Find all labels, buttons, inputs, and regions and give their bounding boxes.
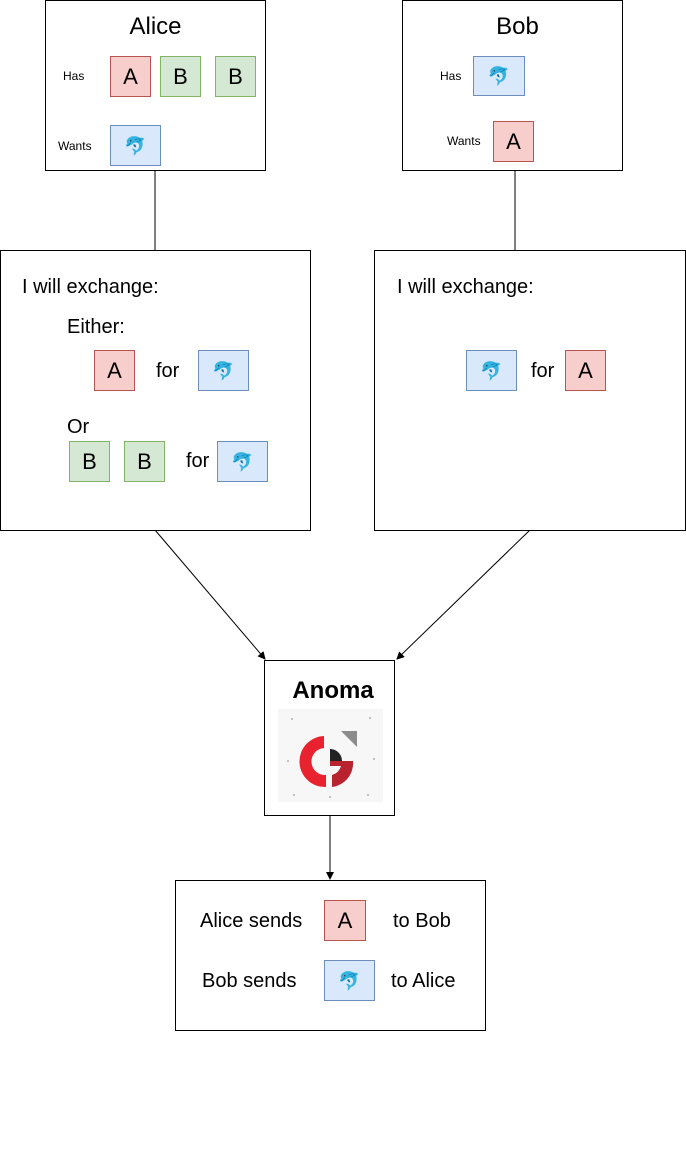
dolphin-icon: 🐬 bbox=[324, 960, 375, 1001]
dolphin-icon: 🐬 bbox=[217, 441, 268, 482]
alice-option2-token-b1: B bbox=[69, 441, 110, 482]
alice-has-token-b1: B bbox=[160, 56, 201, 97]
result-line1-token-a: A bbox=[324, 900, 366, 941]
alice-intent-heading: I will exchange: bbox=[22, 276, 159, 298]
bob-intent-to-anoma-arrow bbox=[396, 529, 531, 660]
dolphin-icon: 🐬 bbox=[466, 350, 517, 391]
alice-box: Alice Has A B B Wants 🐬 bbox=[45, 0, 266, 171]
alice-intent-to-anoma-arrow bbox=[154, 529, 266, 660]
bob-intent-token-a: A bbox=[565, 350, 606, 391]
anoma-box: Anoma bbox=[264, 660, 395, 816]
alice-either-label: Either: bbox=[67, 316, 125, 338]
alice-has-token-a: A bbox=[110, 56, 151, 97]
result-box: Alice sends A to Bob Bob sends 🐬 to Alic… bbox=[175, 880, 486, 1031]
alice-option2-for: for bbox=[186, 450, 210, 472]
alice-wants-label: Wants bbox=[58, 139, 92, 153]
bob-intent-heading: I will exchange: bbox=[397, 276, 534, 298]
alice-option2-token-b2: B bbox=[124, 441, 165, 482]
anoma-title: Anoma bbox=[292, 677, 374, 704]
alice-or-label: Or bbox=[67, 416, 90, 438]
bob-wants-label: Wants bbox=[447, 134, 481, 148]
bob-has-label: Has bbox=[440, 69, 462, 83]
bob-name: Bob bbox=[496, 13, 539, 40]
bob-intent-box: I will exchange: 🐬 for A bbox=[374, 250, 686, 531]
alice-has-label: Has bbox=[63, 69, 85, 83]
result-line2-prefix: Bob sends bbox=[202, 970, 297, 992]
result-line2-suffix: to Alice bbox=[391, 970, 456, 992]
dolphin-icon: 🐬 bbox=[198, 350, 249, 391]
anoma-logo-icon bbox=[278, 709, 383, 802]
alice-option1-token-a: A bbox=[94, 350, 135, 391]
bob-wants-token-a: A bbox=[493, 121, 534, 162]
bob-box: Bob Has 🐬 Wants A bbox=[402, 0, 623, 171]
bob-intent-for: for bbox=[531, 360, 555, 382]
alice-has-token-b2: B bbox=[215, 56, 256, 97]
alice-option1-for: for bbox=[156, 360, 180, 382]
result-line1-prefix: Alice sends bbox=[200, 910, 303, 932]
alice-name: Alice bbox=[129, 13, 182, 40]
dolphin-icon: 🐬 bbox=[110, 125, 161, 166]
alice-intent-box: I will exchange: Either: A for 🐬 Or B B … bbox=[0, 250, 311, 531]
result-line1-suffix: to Bob bbox=[393, 910, 451, 932]
dolphin-icon: 🐬 bbox=[473, 56, 525, 96]
